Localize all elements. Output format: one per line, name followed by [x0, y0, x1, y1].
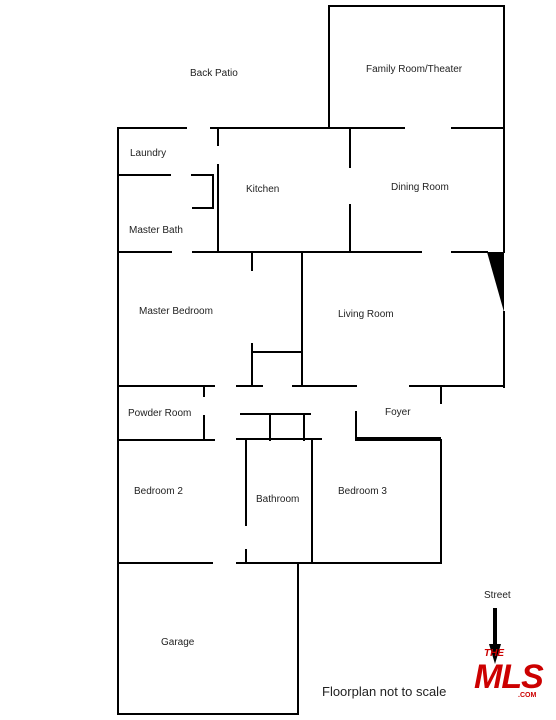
room-bathroom: Bathroom [256, 494, 300, 505]
room-back-patio: Back Patio [190, 68, 238, 79]
room-bedroom-2: Bedroom 2 [134, 486, 183, 497]
scale-note: Floorplan not to scale [322, 684, 447, 699]
mls-logo: THE MLS .COM [470, 648, 544, 710]
street-label: Street [484, 590, 511, 601]
room-family-room: Family Room/Theater [366, 64, 463, 75]
logo-the: THE [484, 648, 504, 659]
room-powder-room: Powder Room [128, 408, 192, 419]
room-bedroom-3: Bedroom 3 [338, 486, 387, 497]
room-garage: Garage [161, 637, 195, 648]
room-living-room: Living Room [338, 309, 394, 320]
room-master-bath: Master Bath [129, 225, 183, 236]
room-foyer: Foyer [385, 407, 411, 418]
room-master-bedroom: Master Bedroom [139, 306, 213, 317]
room-laundry: Laundry [130, 148, 167, 159]
room-kitchen: Kitchen [246, 184, 280, 195]
room-dining-room: Dining Room [391, 182, 449, 193]
logo-com: .COM [518, 692, 537, 699]
logo-mls: MLS [474, 658, 544, 696]
